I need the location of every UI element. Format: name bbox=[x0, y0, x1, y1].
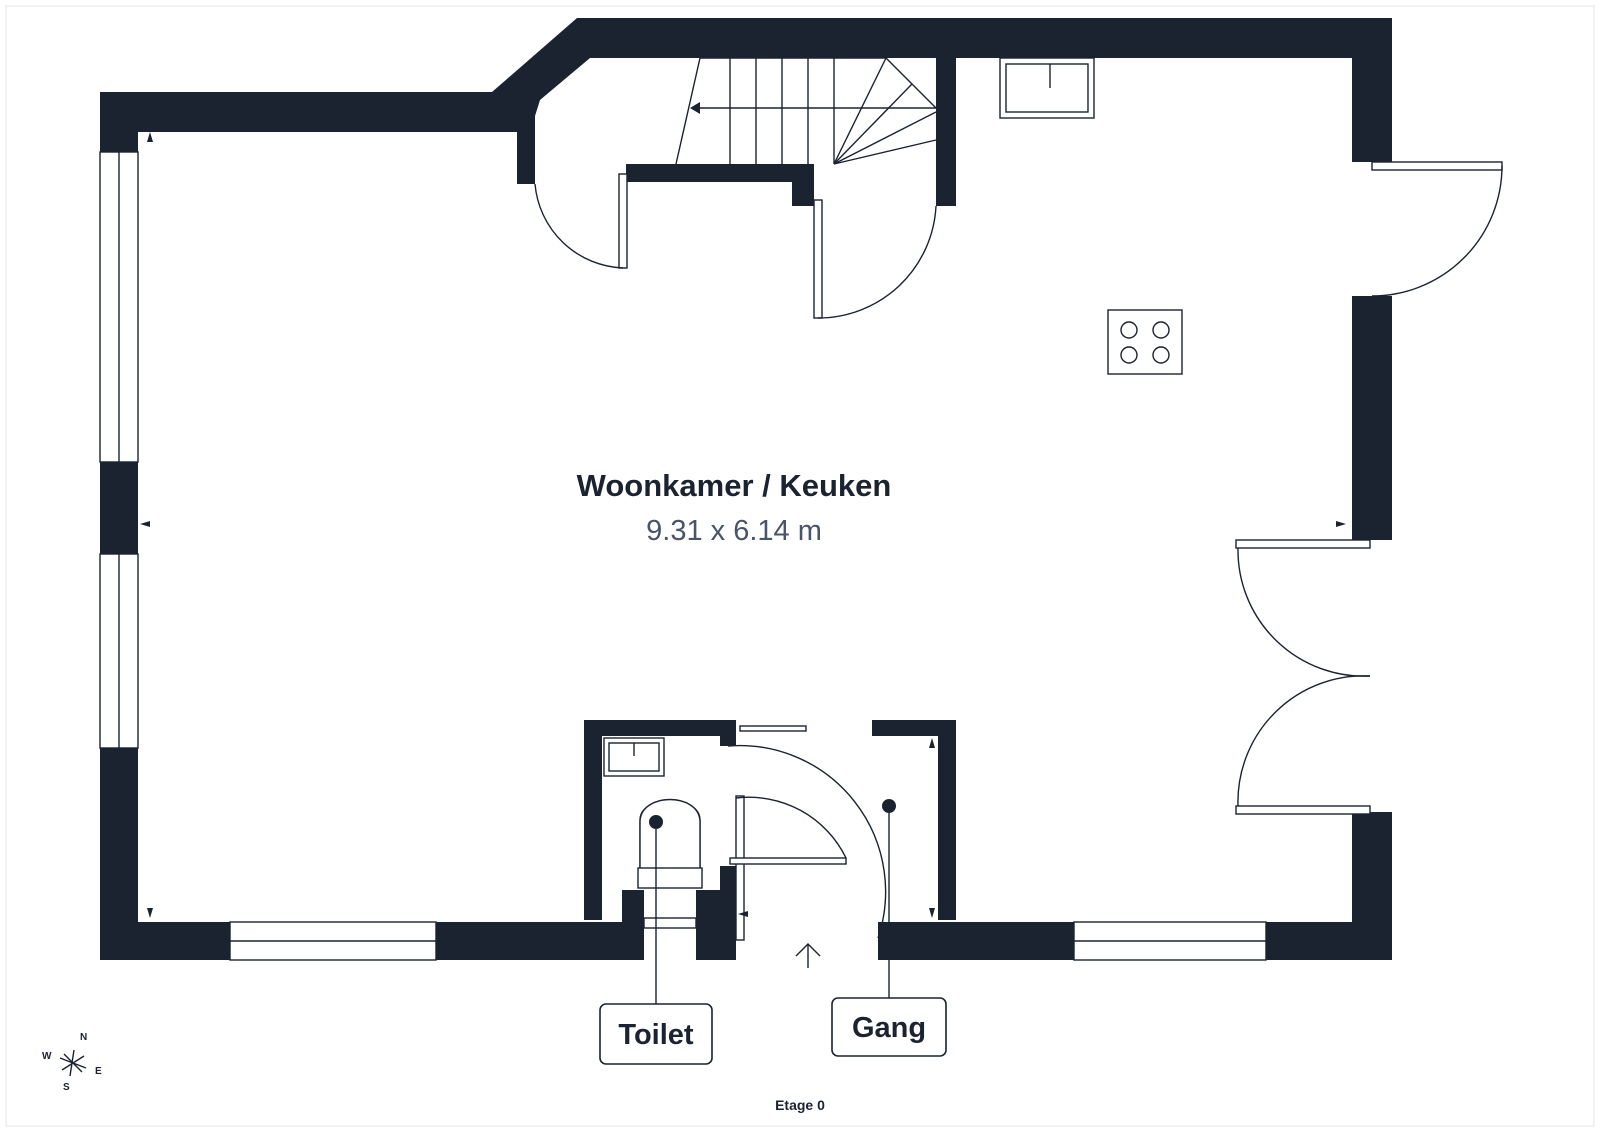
doors bbox=[534, 161, 1503, 941]
page-border bbox=[5, 5, 1595, 1127]
compass-west: W bbox=[42, 1051, 52, 1062]
room-tag-gang: Gang bbox=[831, 997, 947, 1057]
compass-south: S bbox=[63, 1082, 70, 1093]
dimension-markers bbox=[140, 132, 1346, 918]
compass-east: E bbox=[95, 1066, 102, 1077]
entrance-arrow-icon bbox=[795, 943, 821, 968]
room-name-gang: Gang bbox=[852, 1012, 926, 1044]
room-dimensions-woonkamer: 9.31 x 6.14 m bbox=[646, 515, 822, 547]
floor-label: Etage 0 bbox=[775, 1097, 825, 1113]
room-name-woonkamer: Woonkamer / Keuken bbox=[577, 468, 892, 503]
compass-north: N bbox=[80, 1032, 87, 1043]
room-tag-toilet: Toilet bbox=[599, 1003, 713, 1065]
leader-lines bbox=[655, 799, 896, 1004]
sink-icon bbox=[603, 737, 665, 777]
cooktop-icon bbox=[1107, 309, 1183, 375]
fixtures bbox=[603, 57, 1183, 889]
windows bbox=[99, 151, 1267, 961]
sink-icon bbox=[999, 57, 1095, 119]
room-name-toilet: Toilet bbox=[618, 1019, 694, 1051]
compass-icon: N E S W bbox=[42, 1032, 102, 1093]
toilet-icon bbox=[637, 798, 703, 889]
walls bbox=[100, 18, 1392, 960]
stairs bbox=[675, 57, 937, 165]
